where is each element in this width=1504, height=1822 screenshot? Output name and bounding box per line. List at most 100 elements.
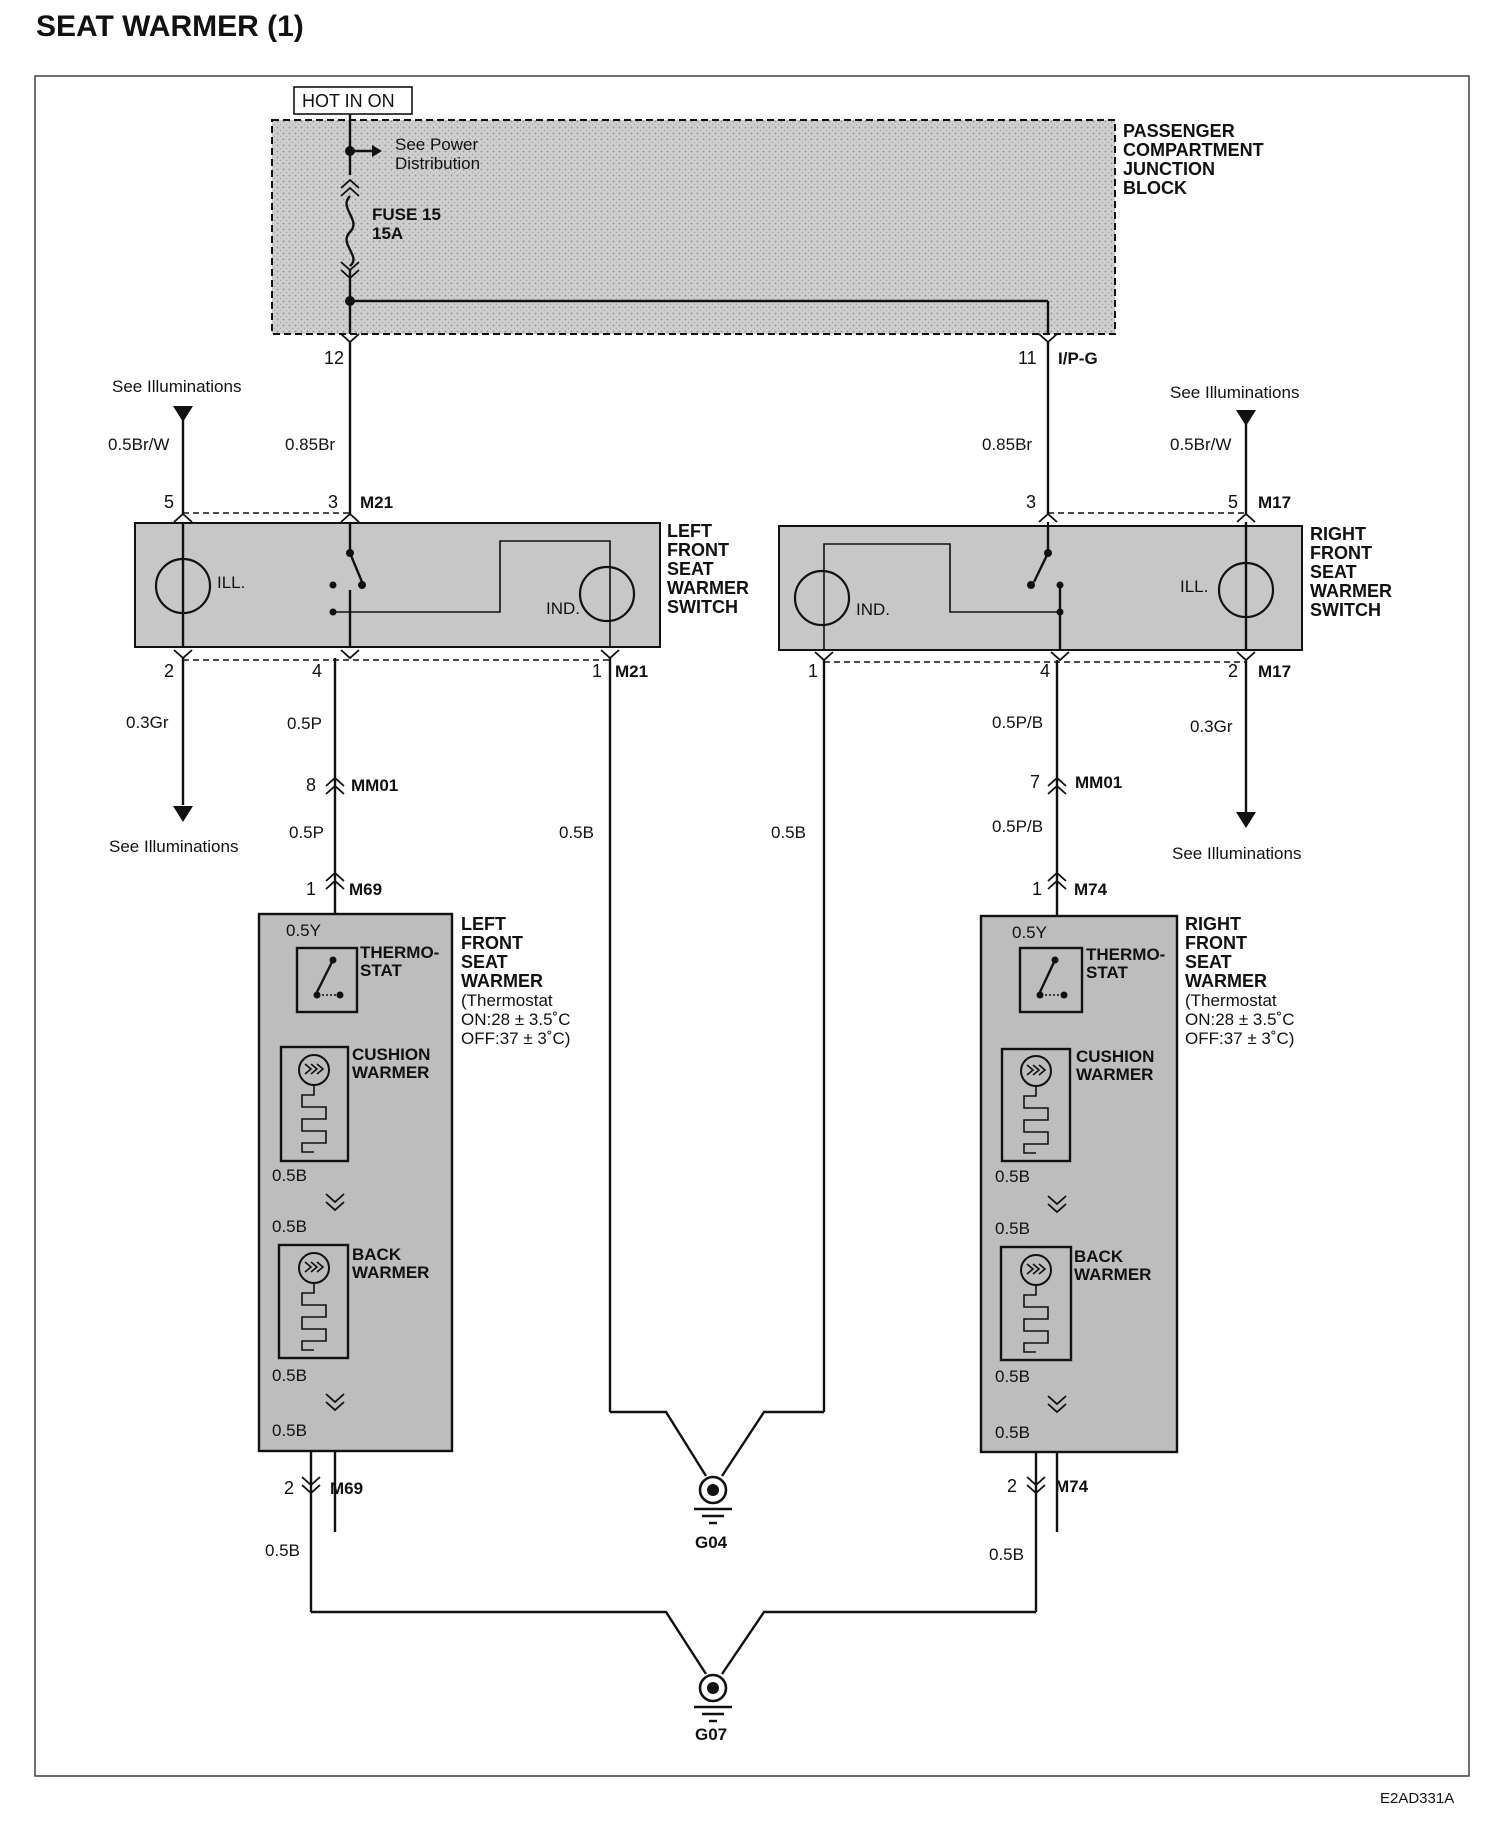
left-switch-title-4: WARMER (667, 578, 749, 598)
left-warmer-title-4: WARMER (461, 971, 543, 991)
left-back-heater-icon (277, 1243, 350, 1360)
left-warmer-note-1: (Thermostat (461, 991, 553, 1010)
left-ind-lamp-icon (578, 565, 636, 623)
right-switch-title-4: WARMER (1310, 581, 1392, 601)
right-back-label-2: WARMER (1074, 1265, 1151, 1284)
left-connector-m21-bottom: M21 (615, 662, 648, 681)
left-wire-thermo: 0.5Y (286, 921, 321, 940)
right-see-ill-top: See Illuminations (1170, 383, 1299, 402)
fuse-name: FUSE 15 (372, 205, 441, 224)
left-wire-b: 0.5B (272, 1217, 307, 1236)
right-wire-c: 0.5B (995, 1367, 1030, 1386)
left-wire-below-mm01: 0.5P (289, 823, 324, 842)
right-warmer-note-3: OFF:37 ± 3˚C) (1185, 1029, 1294, 1048)
ground-g04-icon (698, 1475, 728, 1505)
ground-g07-label: G07 (695, 1725, 727, 1744)
left-ind-label: IND. (546, 599, 580, 618)
right-wire-b: 0.5B (995, 1219, 1030, 1238)
right-warmer-title-1: RIGHT (1185, 914, 1241, 934)
right-switch-title-5: SWITCH (1310, 600, 1381, 620)
left-warmer-title-2: FRONT (461, 933, 523, 953)
right-ill-lamp-icon (1217, 561, 1275, 619)
left-thermostat-label-1: THERMO- (360, 943, 439, 962)
left-ill-lamp-icon (154, 557, 212, 615)
left-back-label-1: BACK (352, 1245, 402, 1264)
left-m69-pin-top: 1 (306, 879, 316, 899)
see-power-text-1: See Power (395, 135, 478, 154)
left-switch-body (134, 522, 661, 648)
junction-block-label-1: PASSENGER (1123, 121, 1235, 141)
left-ill-bottom-arrow-icon (173, 806, 193, 822)
junction-block: HOT IN ON See Power Distribution FUSE 15… (271, 86, 1264, 368)
left-wire-d: 0.5B (272, 1421, 307, 1440)
right-pin-2: 2 (1228, 661, 1238, 681)
right-wire-ill-in: 0.5Br/W (1170, 435, 1231, 454)
right-warmer-group: 0.5P/B 7 MM01 0.5P/B 1 M74 0.5Y THERMO- … (979, 660, 1294, 1612)
right-warmer-title-3: SEAT (1185, 952, 1232, 972)
right-cushion-heater-icon (1000, 1047, 1072, 1163)
left-thermostat-icon (295, 946, 359, 1014)
left-wire-ground: 0.5B (265, 1541, 300, 1560)
left-m69-connector-top: M69 (349, 880, 382, 899)
junction-block-label-3: JUNCTION (1123, 159, 1215, 179)
right-back-heater-icon (999, 1245, 1073, 1362)
right-wire-ground: 0.5B (989, 1545, 1024, 1564)
right-thermostat-label-2: STAT (1086, 963, 1128, 982)
right-pin-1: 1 (808, 661, 818, 681)
ground-g04: G04 (610, 1410, 824, 1552)
right-thermostat-label-1: THERMO- (1086, 945, 1165, 964)
right-mm01-pin: 7 (1030, 772, 1040, 792)
left-cushion-heater-icon (279, 1045, 350, 1163)
right-connector-m17-top: M17 (1258, 493, 1291, 512)
left-pin-2: 2 (164, 661, 174, 681)
left-m69-pin-bottom: 2 (284, 1478, 294, 1498)
right-m74-pin-bottom: 2 (1007, 1476, 1017, 1496)
left-ill-label: ILL. (217, 573, 245, 592)
junction-block-label-2: COMPARTMENT (1123, 140, 1264, 160)
left-wire-power: 0.85Br (285, 435, 335, 454)
left-wire-a: 0.5B (272, 1166, 307, 1185)
left-wire-ind-ground: 0.5B (559, 823, 594, 842)
right-ind-label: IND. (856, 600, 890, 619)
left-pin-3: 3 (328, 492, 338, 512)
right-switch-title-3: SEAT (1310, 562, 1357, 582)
right-wire-out: 0.5P/B (992, 713, 1043, 732)
page-title: SEAT WARMER (1) (36, 10, 304, 43)
right-switch-body (778, 525, 1303, 651)
pin-12: 12 (324, 348, 344, 368)
right-switch-title-1: RIGHT (1310, 524, 1366, 544)
ground-g07-icon (698, 1673, 728, 1703)
right-wire-thermo: 0.5Y (1012, 923, 1047, 942)
right-switch-title-2: FRONT (1310, 543, 1372, 563)
right-see-ill-bottom: See Illuminations (1172, 844, 1301, 863)
left-cushion-label-1: CUSHION (352, 1045, 430, 1064)
right-ill-top-arrow-icon (1236, 410, 1256, 426)
left-switch-title-1: LEFT (667, 521, 712, 541)
right-warmer-note-2: ON:28 ± 3.5˚C (1185, 1010, 1294, 1029)
diagram-frame (34, 75, 1470, 1777)
left-wire-ill-out: 0.3Gr (126, 713, 169, 732)
right-ind-lamp-icon (793, 569, 851, 627)
right-pin-4: 4 (1040, 661, 1050, 681)
right-ill-bottom-arrow-icon (1236, 812, 1256, 828)
right-thermostat-icon (1018, 946, 1084, 1014)
left-switch-title-3: SEAT (667, 559, 714, 579)
left-connector-m21-top: M21 (360, 493, 393, 512)
left-wire-c: 0.5B (272, 1366, 307, 1385)
see-power-text-2: Distribution (395, 154, 480, 173)
left-mm01-connector: MM01 (351, 776, 398, 795)
figure-code: E2AD331A (1380, 1790, 1454, 1807)
left-pin-5: 5 (164, 492, 174, 512)
left-warmer-title-1: LEFT (461, 914, 506, 934)
pin-11: 11 (1018, 348, 1037, 368)
right-connector-m17-bottom: M17 (1258, 662, 1291, 681)
left-pin-1: 1 (592, 661, 602, 681)
right-pin-3: 3 (1026, 492, 1036, 512)
hot-label: HOT IN ON (302, 91, 395, 111)
right-wire-ind-ground: 0.5B (771, 823, 806, 842)
hot-label-box (293, 86, 413, 115)
right-warmer-title-4: WARMER (1185, 971, 1267, 991)
right-warmer-note-1: (Thermostat (1185, 991, 1277, 1010)
right-warmer-body (979, 914, 1179, 1454)
